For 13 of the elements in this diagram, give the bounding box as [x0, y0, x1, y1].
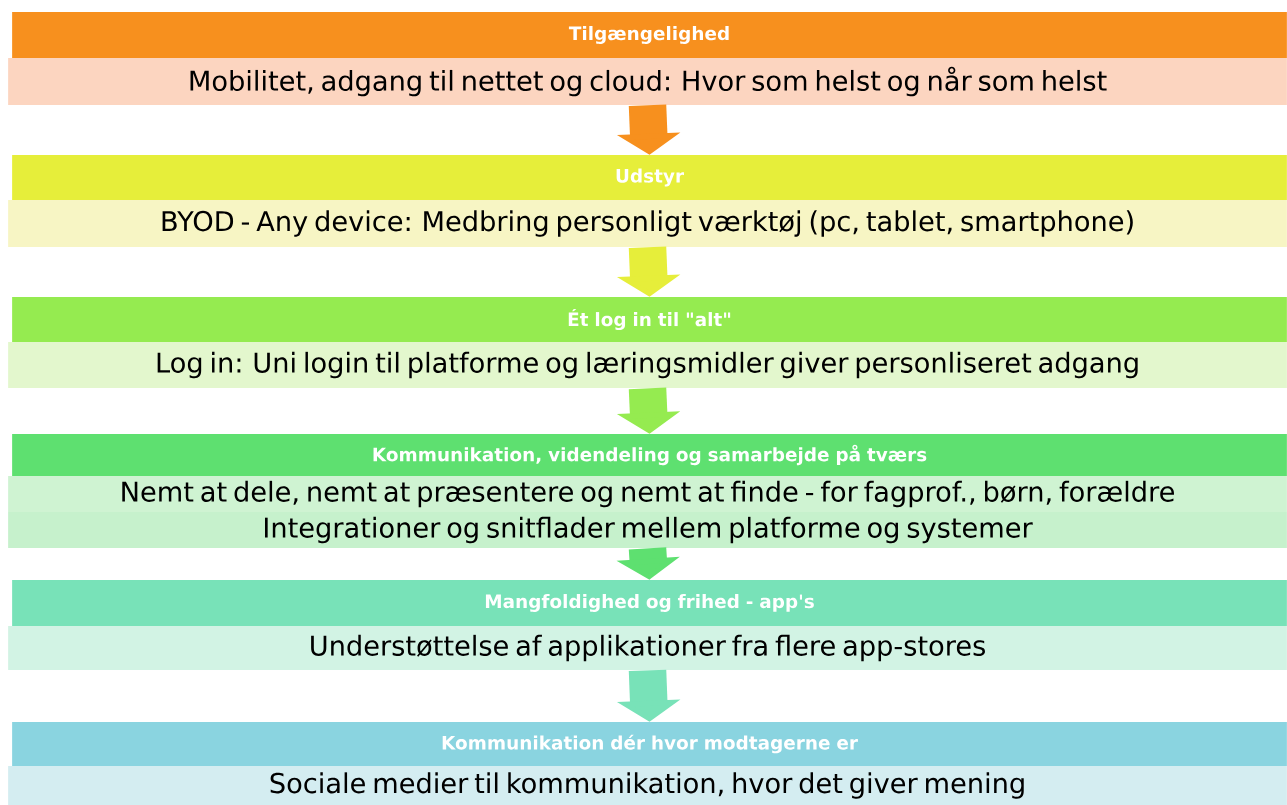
- text-box: BYOD - Any device: Medbring personligt værktøj (pc, tablet, smartphone): [8, 200, 1287, 247]
- header-bar: Kommunikation dér hvor modtagerne er: [12, 722, 1287, 766]
- header-bar: Udstyr: [12, 155, 1287, 200]
- text-box: Mobilitet, adgang til nettet og cloud: Hvor som helst og når som helst: [8, 58, 1287, 105]
- header-bar: Mangfoldighed og frihed - app's: [12, 580, 1287, 626]
- text-box: Nemt at dele, nemt at præsentere og nemt at finde - for fagprof., børn, forældre: [8, 476, 1287, 512]
- text-box: Log in: Uni login til platforme og læringsmidler giver personliseret adgang: [8, 342, 1287, 388]
- text-box: Sociale medier til kommunikation, hvor det giver mening: [8, 766, 1287, 805]
- header-bar: Tilgængelighed: [12, 12, 1287, 58]
- header-bar: Kommunikation, videndeling og samarbejde på tværs: [12, 434, 1287, 476]
- text-box: Understøttelse af applikationer fra flere app-stores: [8, 626, 1287, 670]
- text-box: Integrationer og snitflader mellem platforme og systemer: [8, 512, 1287, 548]
- header-bar: Ét log in til "alt": [12, 297, 1287, 342]
